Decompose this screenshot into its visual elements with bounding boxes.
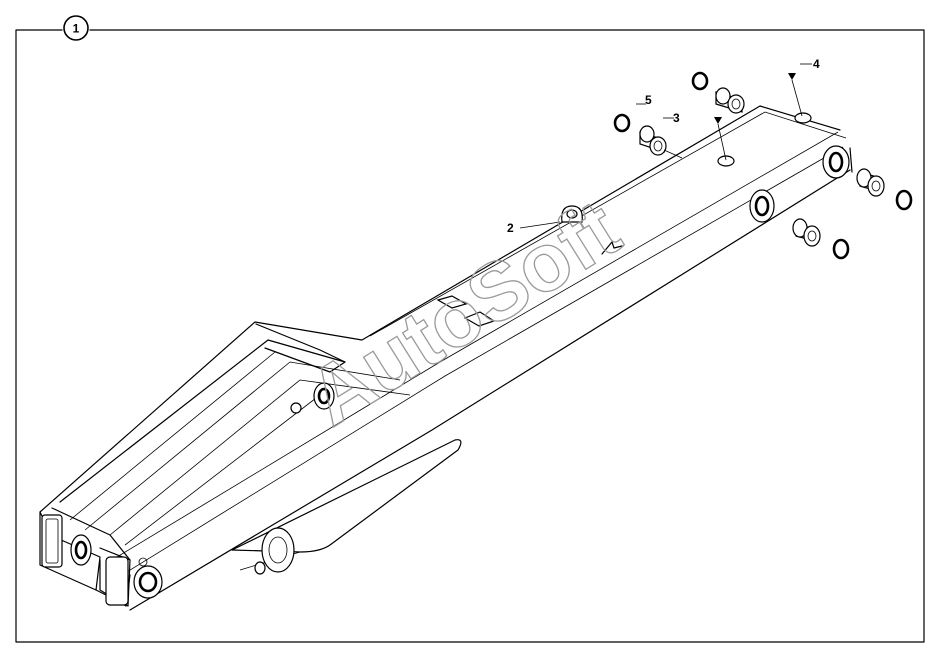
bushing-top-right[interactable] [715,87,745,114]
diagram-frame [15,29,925,643]
bushing-right-end[interactable] [856,168,885,197]
o-rings-item-5[interactable] [613,71,913,260]
mounting-brackets [436,112,812,327]
grease-fittings-item-4[interactable] [714,73,803,161]
assembly-number-bubble[interactable]: 1 [63,15,89,41]
assembly-number: 1 [73,22,80,36]
callout-item-3[interactable]: 3 [673,111,680,125]
leader-lines [519,63,812,229]
bushing-item-3[interactable] [639,125,667,156]
lifting-eye-item-2[interactable] [561,205,583,223]
boom-arm[interactable] [39,105,853,611]
bushing-lower-right[interactable] [792,218,821,247]
callout-item-5[interactable]: 5 [645,93,652,107]
callout-item-2[interactable]: 2 [507,221,514,235]
watermark: AutoSoft [293,183,635,444]
boom-pivot-bosses [70,145,850,599]
callout-item-4[interactable]: 4 [813,57,820,71]
